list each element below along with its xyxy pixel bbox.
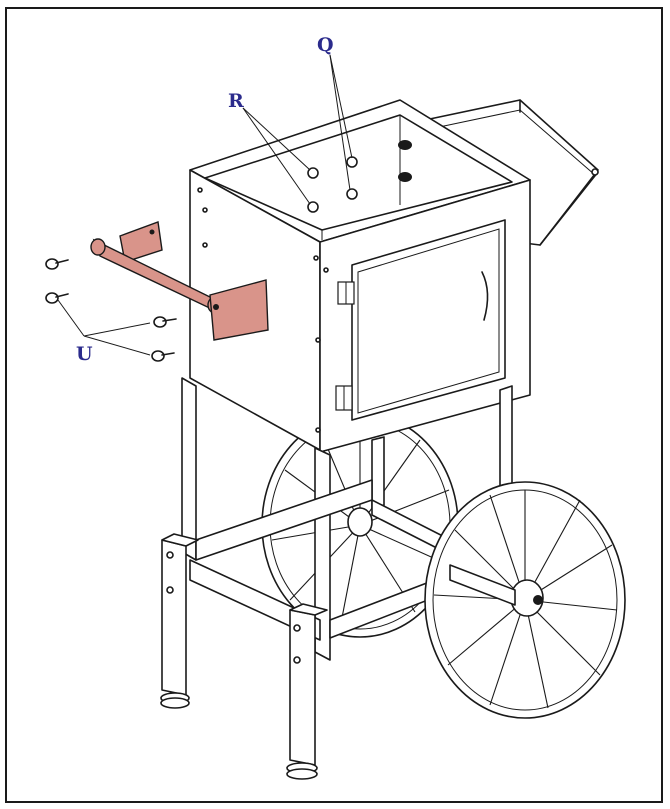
bolt-icon: [45, 258, 69, 270]
leader-lines: [57, 54, 353, 356]
page-border: [5, 7, 663, 803]
callout-q: Q: [317, 34, 334, 56]
callout-r: R: [228, 90, 244, 112]
callout-u: U: [76, 343, 93, 365]
bolt-icon: [151, 350, 175, 362]
u-bolts: [45, 258, 177, 362]
cabinet: [189, 99, 531, 453]
handle-bracket: [90, 221, 269, 341]
bolt-icon: [45, 292, 69, 304]
front-wheel: [424, 481, 626, 719]
bolt-icon: [153, 316, 177, 328]
